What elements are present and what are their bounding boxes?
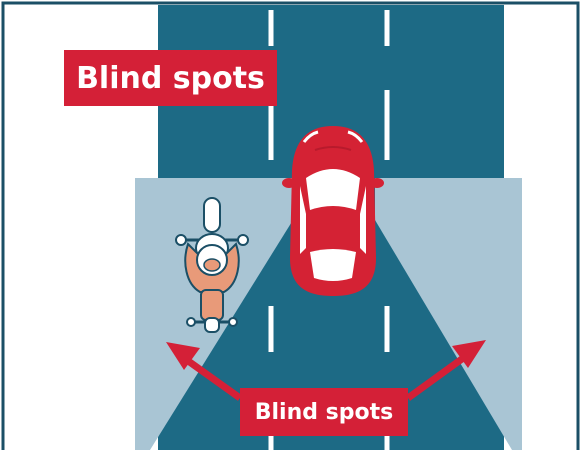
car-icon [282, 126, 384, 296]
blind-spots-label: Blind spots [240, 388, 408, 436]
title-label: Blind spots [64, 50, 277, 106]
